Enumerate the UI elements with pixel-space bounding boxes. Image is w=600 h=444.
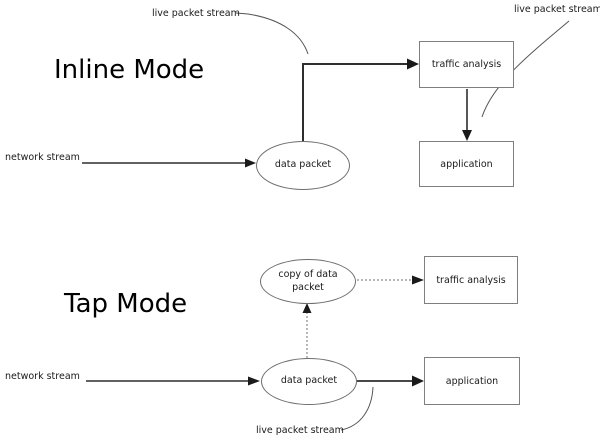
tap-copy-of-data-packet-ellipse: copy of data packet <box>260 259 356 304</box>
tap-copy-of-data-packet-label: copy of data packet <box>278 269 338 293</box>
inline-live-packet-left-pointer-curve <box>235 12 309 55</box>
tap-live-packet-pointer-curve <box>340 386 374 431</box>
inline-live-packet-stream-label-right: live packet stream <box>514 4 600 15</box>
inline-traffic-to-app-arrowhead <box>462 130 472 141</box>
inline-application-box: application <box>419 141 514 187</box>
inline-traffic-analysis-label: traffic analysis <box>431 59 502 70</box>
tap-application-box: application <box>424 357 520 405</box>
tap-application-label: application <box>445 375 499 387</box>
tap-copy-to-traffic-arrowhead <box>412 275 424 285</box>
tap-traffic-analysis-box: traffic analysis <box>424 256 518 304</box>
tap-network-stream-arrowhead <box>248 376 260 386</box>
tap-data-packet-ellipse: data packet <box>261 358 357 405</box>
inline-live-packet-stream-label-left: live packet stream <box>152 8 240 19</box>
inline-network-stream-arrowhead <box>245 158 256 168</box>
inline-application-label: application <box>440 158 493 170</box>
inline-data-to-traffic-line <box>302 63 407 141</box>
inline-data-packet-ellipse: data packet <box>256 141 350 190</box>
inline-live-packet-right-pointer-curve <box>481 20 570 118</box>
tap-data-packet-label: data packet <box>280 375 338 387</box>
tap-network-stream-label: network stream <box>5 371 80 382</box>
inline-mode-title: Inline Mode <box>54 55 205 85</box>
tap-live-packet-stream-label: live packet stream <box>256 425 344 436</box>
tap-mode-title: Tap Mode <box>64 289 188 319</box>
tap-traffic-analysis-label: traffic analysis <box>436 274 506 286</box>
inline-data-to-traffic-arrowhead <box>407 58 419 70</box>
tap-data-to-app-arrowhead <box>412 375 424 387</box>
inline-network-stream-label: network stream <box>5 152 80 163</box>
tap-data-to-copy-arrowhead <box>302 303 312 313</box>
inline-traffic-analysis-box: traffic analysis <box>419 41 514 88</box>
inline-data-packet-label: data packet <box>274 159 332 171</box>
